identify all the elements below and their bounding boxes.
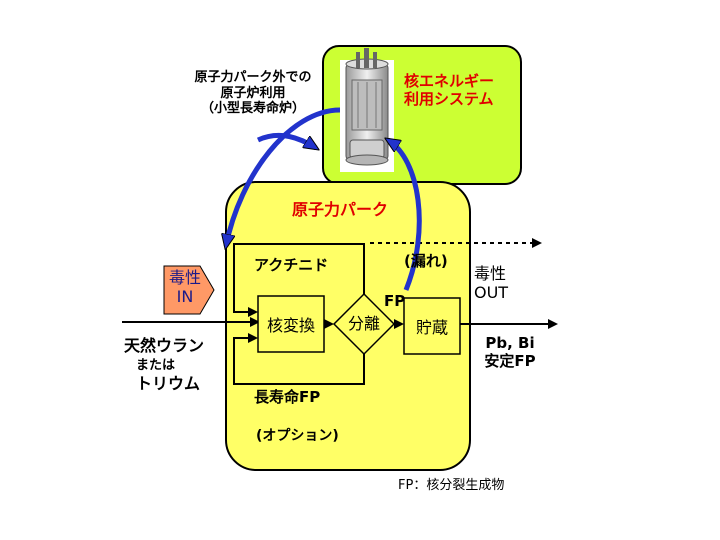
system-label-line-2: 利用システム [404,90,494,108]
stable-output-line-1: Pb, Bi [485,334,535,352]
system-label-line-1: 核エネルギー [404,72,495,90]
blue-arrow-from-park [388,140,422,291]
thorium-label: トリウム [136,374,201,393]
stable-output-line-2: 安定FP [484,352,536,370]
outside-label-line-2: 原子炉利用 [220,85,286,101]
long-lived-fp-loop [233,333,365,385]
storage-box [403,297,461,355]
blue-arrow-to-outside [226,107,341,246]
toxicity-out-line-1: 毒性 [474,264,507,283]
uranium-label: 天然ウラン [124,336,205,355]
fp-label: FP [384,292,406,310]
outside-label-line-1: 原子力パーク外での [194,70,312,85]
outside-label-line-3: （小型長寿命炉） [200,101,305,117]
park-title: 原子力パーク [292,200,389,219]
actinide-label: アクチニド [254,256,329,274]
toxicity-out-line-2: OUT [474,283,509,303]
stable-output-label: Pb, Bi 安定FP [470,334,550,370]
leak-label: (漏れ) [404,252,448,270]
outside-label: 原子力パーク外での 原子炉利用 （小型長寿命炉） [178,70,328,117]
transmutation-label: 核変換 [266,316,315,335]
system-label: 核エネルギー 利用システム [404,72,494,108]
option-label: (オプション) [256,428,339,444]
separation-label: 分離 [347,314,380,333]
toxicity-in-line-2: IN [176,287,194,307]
storage-label: 貯蔵 [415,318,448,337]
footnote: FP：核分裂生成物 [398,478,505,493]
reactor-illustration [340,48,394,172]
toxicity-out-label: 毒性 OUT [474,264,508,302]
toxicity-in-label: 毒性 IN [164,268,206,306]
or-label: または [136,358,176,373]
toxicity-in-line-1: 毒性 [168,268,201,287]
long-lived-fp-label: 長寿命FP [254,388,321,406]
blue-arrow-outside-return [256,132,316,148]
toxicity-in-marker [163,265,215,315]
